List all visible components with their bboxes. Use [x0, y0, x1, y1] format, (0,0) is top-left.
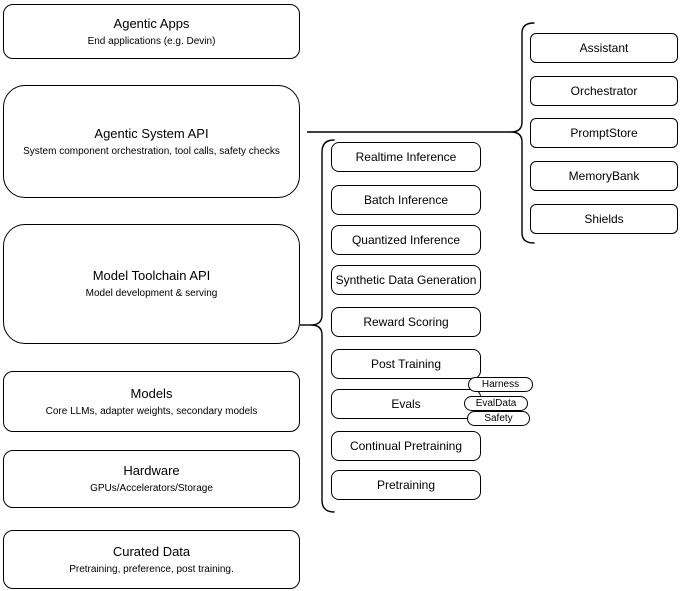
node-subtitle: Core LLMs, adapter weights, secondary mo… [45, 405, 258, 417]
node-subtitle: Model development & serving [85, 288, 218, 299]
node-assistant: Assistant [530, 33, 678, 63]
node-subtitle: System component orchestration, tool cal… [23, 145, 280, 157]
node-title: Agentic Apps [113, 15, 190, 31]
node-title: Model Toolchain API [92, 268, 211, 283]
node-orchestrator: Orchestrator [530, 76, 678, 106]
node-label: Safety [484, 412, 513, 424]
node-pretraining: Pretraining [331, 470, 481, 500]
node-continual-pretraining: Continual Pretraining [331, 431, 481, 461]
node-subtitle: GPUs/Accelerators/Storage [90, 483, 213, 494]
node-label: Continual Pretraining [349, 439, 463, 453]
node-title: Agentic System API [94, 125, 209, 141]
node-label: Quantized Inference [351, 233, 461, 247]
node-quantized-inference: Quantized Inference [331, 225, 481, 255]
node-subtitle: End applications (e.g. Devin) [87, 35, 216, 47]
node-title: Hardware [123, 463, 180, 478]
node-post-training: Post Training [331, 349, 481, 379]
node-hardware: Hardware GPUs/Accelerators/Storage [3, 450, 300, 508]
node-label: MemoryBank [568, 169, 640, 183]
node-title: Curated Data [112, 543, 191, 559]
node-agentic-system-api: Agentic System API System component orch… [3, 85, 300, 198]
node-subtitle: Pretraining, preference, post training. [69, 563, 234, 575]
node-label: Shields [584, 212, 624, 226]
node-title: Models [130, 385, 173, 401]
node-label: Assistant [579, 41, 629, 55]
node-label: Batch Inference [363, 193, 449, 207]
node-label: Evals [391, 397, 421, 411]
node-label: Realtime Inference [355, 150, 457, 164]
node-agentic-apps: Agentic Apps End applications (e.g. Devi… [3, 4, 300, 59]
node-memorybank: MemoryBank [530, 161, 678, 191]
node-evals: Evals [331, 389, 481, 419]
node-label: Pretraining [376, 478, 436, 492]
node-models: Models Core LLMs, adapter weights, secon… [3, 371, 300, 432]
node-eval-evaldata: EvalData [464, 396, 528, 411]
node-label: Synthetic Data Generation [335, 273, 477, 287]
node-reward-scoring: Reward Scoring [331, 307, 481, 337]
node-eval-safety: Safety [467, 411, 530, 426]
node-label: Harness [481, 378, 520, 390]
node-batch-inference: Batch Inference [331, 185, 481, 215]
node-eval-harness: Harness [468, 377, 533, 392]
node-synthetic-data-generation: Synthetic Data Generation [331, 265, 481, 295]
node-realtime-inference: Realtime Inference [331, 142, 481, 172]
node-label: EvalData [475, 397, 517, 409]
node-label: Orchestrator [570, 84, 638, 98]
node-promptstore: PromptStore [530, 118, 678, 148]
node-label: PromptStore [570, 126, 638, 140]
node-label: Reward Scoring [363, 315, 449, 329]
node-shields: Shields [530, 204, 678, 234]
node-label: Post Training [370, 357, 442, 371]
node-curated-data: Curated Data Pretraining, preference, po… [3, 530, 300, 589]
node-model-toolchain-api: Model Toolchain API Model development & … [3, 224, 300, 344]
